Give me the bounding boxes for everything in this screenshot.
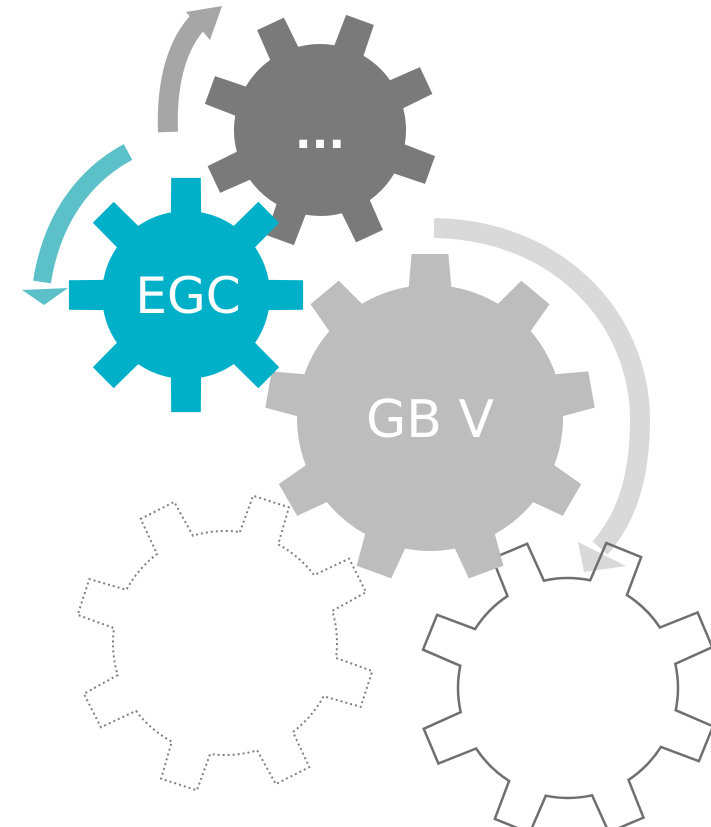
arrow-top	[157, 12, 208, 133]
arrow-top-head	[186, 6, 222, 40]
arrow-right	[433, 218, 651, 555]
ellipsis-gear	[204, 14, 436, 246]
ellipsis-gear-label: ...	[295, 108, 345, 159]
egc-gear-label: EGC	[135, 267, 240, 325]
outline-gear-dotted	[76, 494, 374, 792]
gbv-gear-label: GB V	[366, 390, 494, 450]
arrow-left-head	[22, 288, 68, 305]
egc-gear	[68, 177, 304, 413]
arrow-right-head	[578, 542, 626, 572]
gbv-gear	[265, 254, 595, 579]
arrow-left	[33, 144, 133, 284]
outline-gear-solid	[421, 541, 711, 827]
